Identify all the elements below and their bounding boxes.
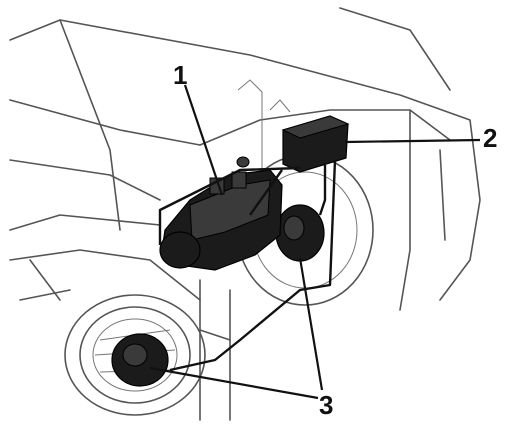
leader-line-3a xyxy=(298,257,324,391)
wheel-speed-sensor-rear xyxy=(275,204,325,262)
callout-label-3: 3 xyxy=(319,390,334,420)
callout-label-2: 2 xyxy=(483,123,498,153)
vehicle-body-outline xyxy=(9,7,481,421)
hydraulic-control-unit xyxy=(159,156,283,271)
callout-label-1: 1 xyxy=(173,60,188,90)
electronic-control-module xyxy=(281,115,350,173)
leader-line-2 xyxy=(344,138,481,144)
wiring-harness xyxy=(158,159,337,372)
leader-line-1 xyxy=(183,84,224,196)
leader-lines xyxy=(149,84,481,400)
wheel-speed-sensor-front xyxy=(111,333,169,387)
leader-line-3b xyxy=(149,366,319,400)
